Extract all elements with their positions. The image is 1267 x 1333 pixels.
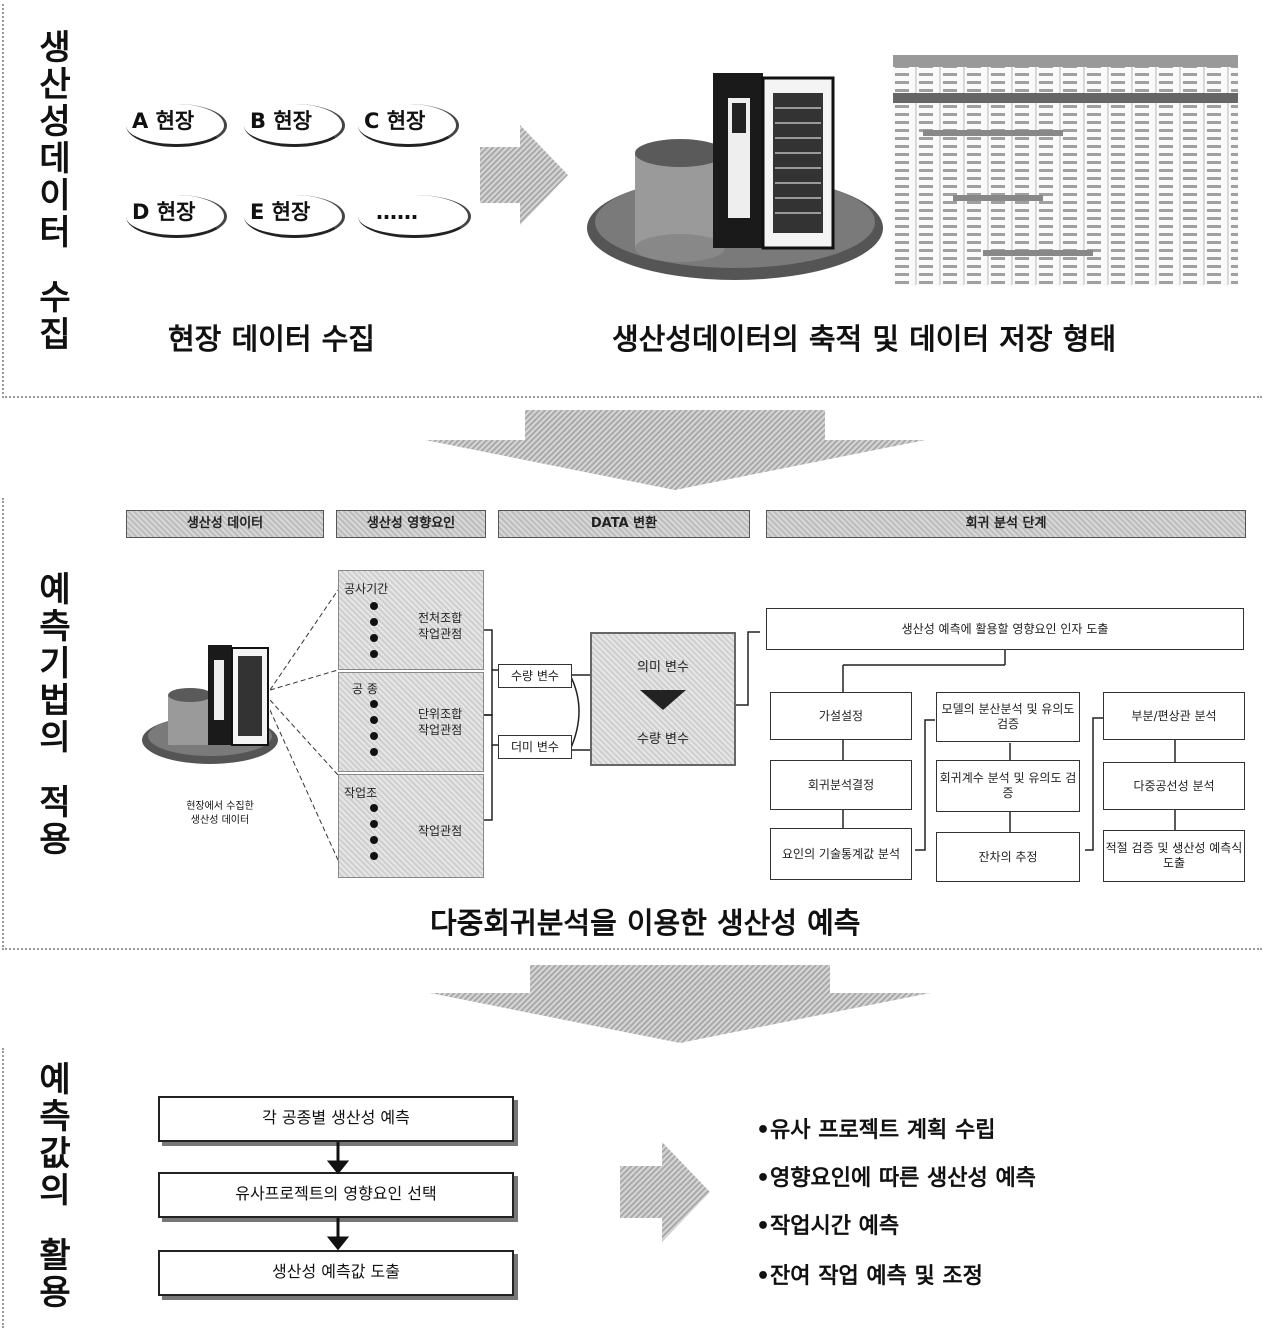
header-data-conversion: DATA 변환 — [498, 510, 750, 538]
bullet-item: •작업시간 예측 — [756, 1214, 900, 1239]
factor-title: 공 종 — [352, 682, 378, 696]
field-pill-c: C 현장 — [358, 104, 459, 147]
side-char: 측 — [39, 1097, 71, 1137]
bullet-item: •잔여 작업 예측 및 조정 — [756, 1264, 983, 1289]
regression-top-box: 생산성 예측에 활용할 영향요인 인자 도출 — [766, 608, 1244, 650]
side-gap — [30, 1210, 80, 1238]
side-char: 기 — [39, 644, 71, 684]
side-char: 적 — [39, 783, 71, 823]
section-prediction-method-frame — [2, 498, 1262, 950]
side-char: 생 — [39, 28, 71, 68]
factor-title: 작업조 — [344, 786, 378, 800]
side-char: 집 — [39, 315, 71, 355]
right-arrow-icon — [480, 125, 568, 225]
bullet-item: •유사 프로젝트 계획 수립 — [756, 1118, 996, 1143]
down-arrow-icon — [430, 965, 930, 1043]
section1-side-title: 생 산 성 데 이 터 수 집 — [30, 30, 80, 354]
db-caption-line: 생산성 데이터 — [190, 815, 250, 826]
section-prediction-use-frame — [2, 1048, 1262, 1328]
db-caption: 현장에서 수집한 생산성 데이터 — [150, 800, 290, 828]
convert-top-label: 의미 변수 — [637, 660, 689, 675]
regression-step-box: 적절 검증 및 생산성 예측식 도출 — [1103, 830, 1245, 882]
var-box-dummy: 더미 변수 — [498, 735, 572, 759]
side-char: 의 — [39, 1171, 71, 1211]
side-char: 예 — [39, 570, 71, 610]
section-data-collection-frame — [2, 4, 1262, 398]
flow-step-box: 각 공종별 생산성 예측 — [158, 1096, 514, 1142]
factor-note-line: 작업관점 — [418, 824, 463, 838]
flow-step-box: 생산성 예측값 도출 — [158, 1250, 514, 1296]
side-char: 용 — [39, 820, 71, 860]
header-influence-factors: 생산성 영향요인 — [336, 510, 486, 538]
field-pill-a: A 현장 — [126, 104, 227, 147]
side-char: 터 — [39, 213, 71, 253]
down-triangle-icon — [640, 690, 686, 710]
side-char: 활 — [39, 1236, 71, 1276]
side-char: 용 — [39, 1273, 71, 1313]
regression-step-box: 회귀분석결정 — [770, 760, 912, 810]
factor-note-line: 전처조합 — [418, 611, 463, 625]
side-gap — [30, 757, 80, 785]
section2-side-title: 예 측 기 법 의 적 용 — [30, 572, 80, 859]
flow-step-box: 유사프로젝트의 영향요인 선택 — [158, 1172, 514, 1218]
caption-multiple-regression: 다중회귀분석을 이용한 생산성 예측 — [430, 906, 861, 940]
factor-note-line: 단위조합 — [418, 707, 463, 721]
down-arrow-icon — [425, 410, 925, 490]
right-arrow-icon — [620, 1142, 710, 1242]
factor-note-line: 작업관점 — [418, 723, 463, 737]
flow-arrows — [326, 1142, 350, 1251]
caption-data-storage: 생산성데이터의 축적 및 데이터 저장 형태 — [612, 322, 1117, 356]
regression-connectors — [842, 650, 1176, 851]
bullet-dots — [370, 602, 378, 666]
bullet-item: •영향요인에 따른 생산성 예측 — [756, 1166, 1036, 1191]
factor-panel-worktype — [338, 672, 484, 772]
regression-step-box: 부분/편상관 분석 — [1103, 692, 1245, 740]
db-caption-line: 현장에서 수집한 — [186, 801, 254, 812]
regression-step-box: 다중공선성 분석 — [1103, 762, 1245, 810]
bullet-dots — [370, 700, 378, 764]
regression-step-box: 요인의 기술통계값 분석 — [770, 828, 912, 880]
factor-panel-period — [338, 570, 484, 670]
side-char: 성 — [39, 102, 71, 142]
spreadsheet-thumbnail — [893, 55, 1238, 285]
side-char: 예 — [39, 1060, 71, 1100]
regression-step-box: 모델의 분산분석 및 유의도 검증 — [936, 692, 1080, 742]
side-char: 값 — [39, 1134, 71, 1174]
caption-field-data-collection: 현장 데이터 수집 — [168, 322, 375, 356]
database-server-icon — [587, 73, 883, 280]
factor-title: 공사기간 — [344, 582, 389, 596]
section3-side-title: 예 측 값 의 활 용 — [30, 1062, 80, 1312]
regression-step-box: 잔차의 추정 — [936, 832, 1080, 882]
field-pill-b: B 현장 — [244, 104, 345, 147]
side-char: 측 — [39, 607, 71, 647]
side-char: 법 — [39, 681, 71, 721]
side-char: 이 — [39, 176, 71, 216]
factor-panel-crew — [338, 774, 484, 878]
side-char: 의 — [39, 718, 71, 758]
regression-step-box: 가설설정 — [770, 692, 912, 740]
connector-lines — [270, 589, 760, 861]
field-pill-e: E 현장 — [244, 195, 345, 238]
header-productivity-data: 생산성 데이터 — [126, 510, 324, 538]
database-server-icon — [142, 645, 278, 764]
field-pill-more: …… — [358, 195, 471, 238]
header-regression-steps: 회귀 분석 단계 — [766, 510, 1246, 538]
field-pill-d: D 현장 — [126, 195, 227, 238]
factor-note: 단위조합 작업관점 — [418, 706, 462, 738]
convert-bottom-label: 수량 변수 — [637, 732, 689, 747]
factor-note-line: 작업관점 — [418, 627, 463, 641]
side-char: 산 — [39, 65, 71, 105]
side-gap — [30, 252, 80, 280]
factor-note: 전처조합 작업관점 — [418, 610, 462, 642]
var-box-quantity: 수량 변수 — [498, 664, 572, 688]
bullet-dots — [370, 804, 378, 868]
side-char: 수 — [39, 278, 71, 318]
regression-step-box: 회귀계수 분석 및 유의도 검증 — [936, 760, 1080, 812]
side-char: 데 — [39, 139, 71, 179]
